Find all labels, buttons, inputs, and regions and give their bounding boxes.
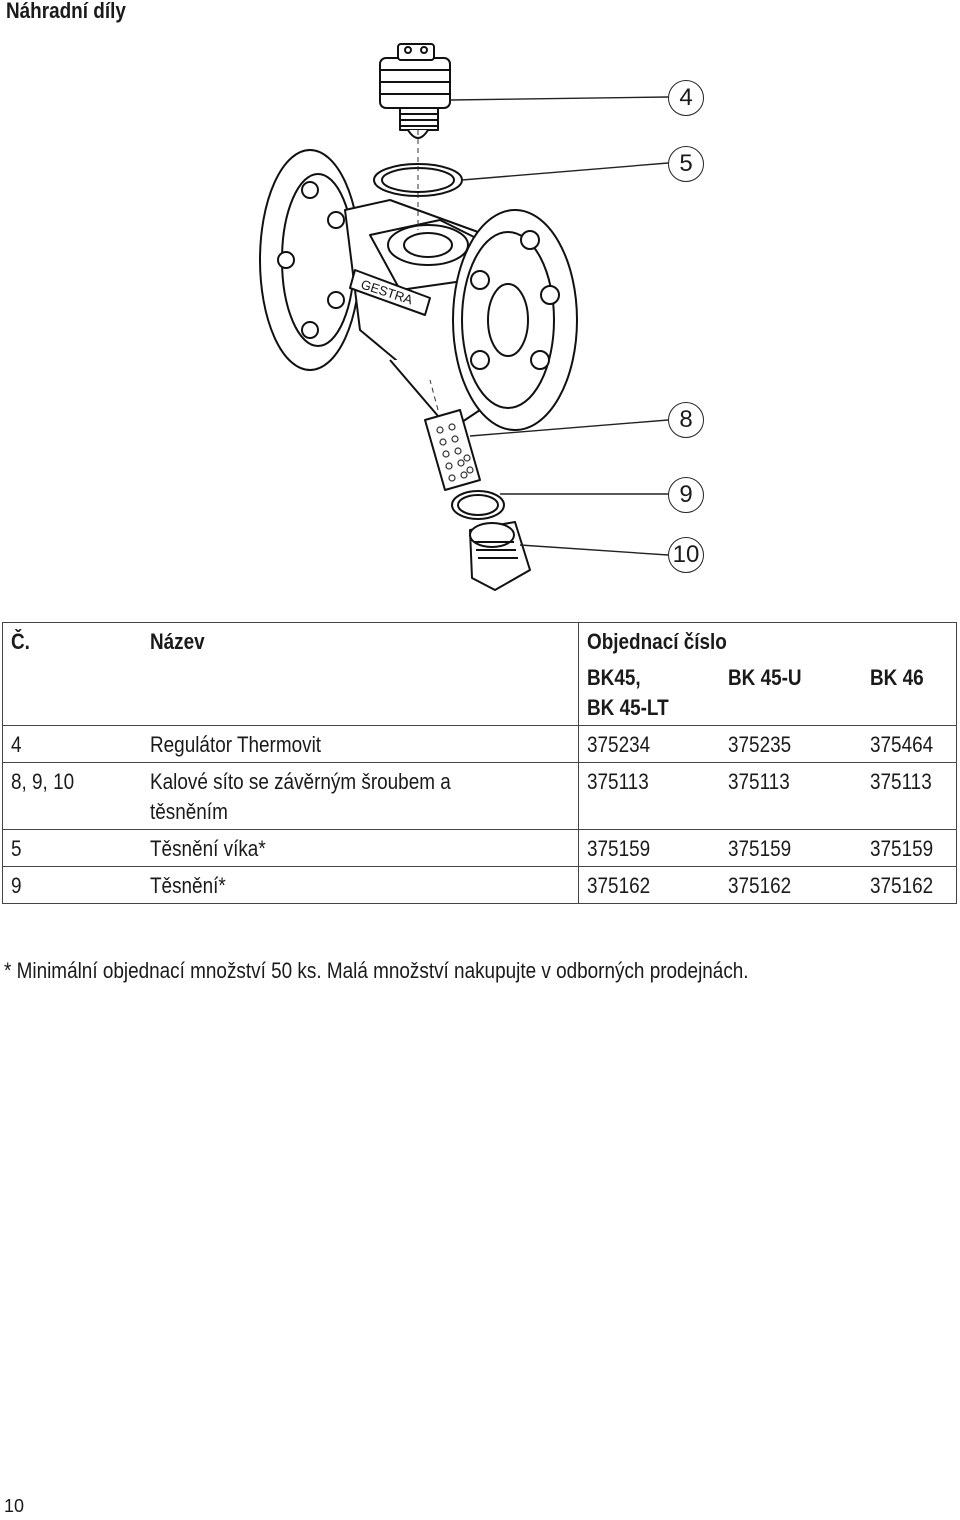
callout-5: 5 <box>668 146 704 182</box>
variant-bk45u: BK 45-U <box>728 665 802 690</box>
footnote-text: * Minimální objednací množství 50 ks. Ma… <box>4 958 749 983</box>
row-bk46: 375159 <box>870 836 934 861</box>
row-no: 5 <box>11 836 22 861</box>
row-bk45: 375234 <box>587 732 651 757</box>
row-bk45: 375113 <box>587 769 649 794</box>
callout-leaders <box>449 96 669 556</box>
row-bk45u: 375162 <box>728 873 792 898</box>
table-row: 4 Regulátor Thermovit 375234 375235 3754… <box>2 725 957 763</box>
row-bk46: 375162 <box>870 873 934 898</box>
callout-8: 8 <box>668 402 704 438</box>
row-bk45u: 375159 <box>728 836 792 861</box>
table-header-row: Č. Název Objednací číslo <box>2 622 957 659</box>
header-name: Název <box>150 629 205 654</box>
row-bk45u: 375235 <box>728 732 792 757</box>
callout-9: 9 <box>668 477 704 513</box>
variant-bk46: BK 46 <box>870 665 924 690</box>
row-bk45: 375159 <box>587 836 651 861</box>
row-name: Těsnění víka* <box>150 836 266 861</box>
row-no: 4 <box>11 732 22 757</box>
variant-bk45lt: BK 45-LT <box>587 695 669 720</box>
header-order-number: Objednací číslo <box>587 629 727 654</box>
row-no: 8, 9, 10 <box>11 769 75 794</box>
row-name: Těsnění* <box>150 873 226 898</box>
table-row: 8, 9, 10 Kalové síto se závěrným šroubem… <box>2 762 957 830</box>
row-bk45: 375162 <box>587 873 651 898</box>
table-variant-row: BK45, BK 45-LT BK 45-U BK 46 <box>2 659 957 726</box>
table-row: 5 Těsnění víka* 375159 375159 375159 <box>2 829 957 867</box>
row-bk45u: 375113 <box>728 769 790 794</box>
callout-10: 10 <box>668 537 704 573</box>
page-title: Náhradní díly <box>6 0 126 23</box>
footnote: * Minimální objednací množství 50 ks. Ma… <box>4 958 870 984</box>
page-number: 10 <box>4 1496 25 1516</box>
variant-bk45: BK45, <box>587 665 641 690</box>
row-no: 9 <box>11 873 22 898</box>
exploded-valve-drawing: GESTRA <box>259 43 578 591</box>
row-bk46: 375464 <box>870 732 934 757</box>
valve-body-part: GESTRA <box>259 149 578 431</box>
row-name: Kalové síto se závěrným šroubem a těsněn… <box>150 769 451 824</box>
screw-plug-part <box>469 521 531 591</box>
row-bk46: 375113 <box>870 769 932 794</box>
row-name: Regulátor Thermovit <box>150 732 322 757</box>
header-no: Č. <box>11 629 30 654</box>
callout-4: 4 <box>668 80 704 116</box>
spare-parts-table: Č. Název Objednací číslo BK45, BK 45-LT … <box>2 622 957 904</box>
table-row: 9 Těsnění* 375162 375162 375162 <box>2 866 957 904</box>
strainer-screen-part <box>424 409 481 491</box>
